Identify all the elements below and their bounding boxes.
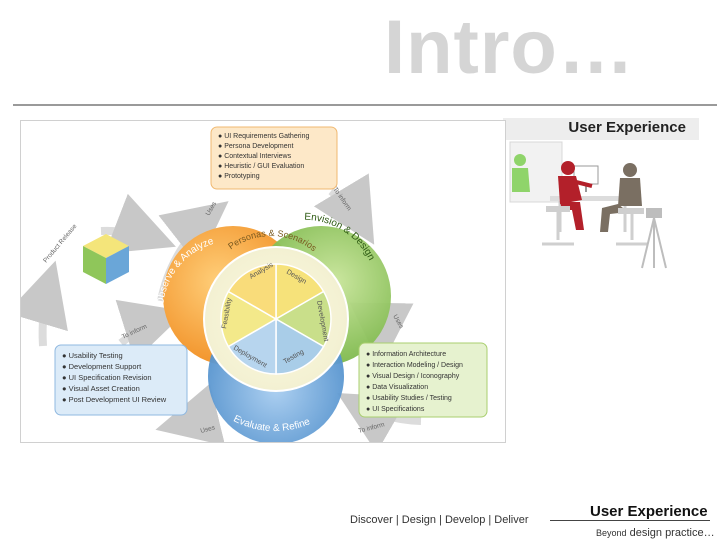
footer-tagline-rest: design practice… xyxy=(629,527,715,539)
footer-divider xyxy=(550,520,710,521)
section-heading: User Experience xyxy=(568,119,686,136)
process-wheel xyxy=(220,263,332,375)
arrow-uses-bottom xyxy=(155,383,226,446)
arrow-product-release-up xyxy=(6,260,68,347)
box-right-list: ● Information Architecture ● Interaction… xyxy=(366,351,465,413)
arrow-to-inform-top xyxy=(313,173,375,245)
chair-right-icon xyxy=(616,208,648,246)
presenter-figure-icon xyxy=(512,154,530,192)
slide-title: Intro… xyxy=(384,5,635,90)
ux-process-diagram-svg: Analysis Design Development Testing Depl… xyxy=(6,126,488,453)
footer-tagline-prefix: Beyond xyxy=(596,528,627,538)
wheel-segment-development xyxy=(274,290,332,348)
wheel-segment-design xyxy=(275,263,325,321)
wheel-segment-testing xyxy=(275,317,325,375)
ux-process-diagram: Analysis Design Development Testing Depl… xyxy=(6,120,506,453)
label-to-inform-bottom: To inform xyxy=(358,421,386,435)
product-cube-icon xyxy=(83,234,129,284)
footer-tagline: Beyond design practice… xyxy=(596,527,715,539)
title-rule xyxy=(13,104,717,106)
ux-team-illustration xyxy=(509,141,667,269)
box-envision-activities: ● Information Architecture ● Interaction… xyxy=(358,342,488,418)
wheel-segment-deployment xyxy=(227,317,277,375)
footer-process-steps: Discover | Design | Develop | Deliver xyxy=(350,514,529,526)
box-left-list: ● Usability Testing ● Development Suppor… xyxy=(62,351,167,404)
camera-tripod-icon xyxy=(641,208,667,269)
label-product-release: Product Release xyxy=(42,223,78,265)
footer-title: User Experience xyxy=(590,503,708,520)
box-observe-activities: ● UI Requirements Gathering ● Persona De… xyxy=(210,126,338,190)
section-heading-band xyxy=(503,118,699,140)
wheel-segment-analysis xyxy=(227,263,277,321)
box-evaluate-activities: ● Usability Testing ● Development Suppor… xyxy=(54,344,188,416)
wheel-segment-feasibility xyxy=(220,290,278,348)
box-top-list: ● UI Requirements Gathering ● Persona De… xyxy=(218,133,311,180)
chair-left-icon xyxy=(542,206,574,246)
label-uses-bottom: Uses xyxy=(200,424,217,435)
arrow-product-release-right xyxy=(100,193,176,254)
label-uses-right: Uses xyxy=(391,314,405,331)
